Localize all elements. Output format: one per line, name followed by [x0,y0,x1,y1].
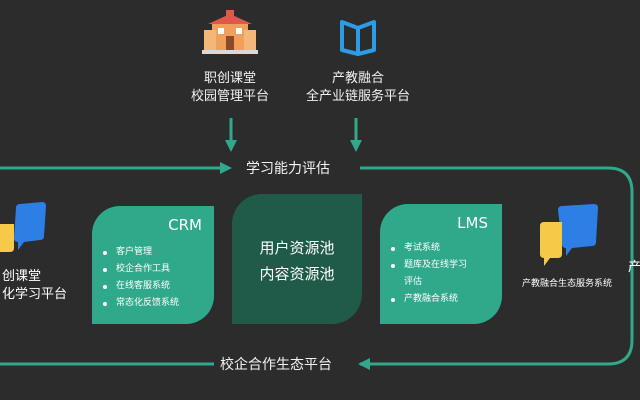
chat-bubbles-icon [540,204,598,266]
bottom-band-label: 校企合作生态平台 [214,354,338,374]
resource-pool-card: 用户资源池 内容资源池 [232,194,362,324]
right-side-node: 产 产教融合生态服务系统 [518,200,640,300]
lms-title: LMS [457,214,488,232]
left-side-line1: 创课堂 [2,269,42,284]
top-band-arrowhead [220,162,232,174]
crm-card: CRM 客户管理 校企合作工具 在线客服系统 常态化反馈系统 [92,206,214,324]
lms-card: LMS 考试系统 题库及在线学习 评估 产教融合系统 [380,204,502,324]
top-band-label: 学习能力评估 [240,158,336,178]
school-down-arrowhead [225,140,237,152]
school-node: 职创课堂 校园管理平台 [180,8,280,112]
lms-item-list: 考试系统 题库及在线学习 评估 产教融合系统 [380,240,467,308]
crm-item: 客户管理 [102,244,179,261]
bottom-band-arrowhead [358,358,370,370]
industry-down-arrowhead [350,140,362,152]
school-building-icon [202,10,258,54]
book-icon [340,20,376,56]
crm-item: 常态化反馈系统 [102,295,179,312]
crm-item: 在线客服系统 [102,278,179,295]
right-side-partial-text: 产 [628,260,640,275]
industry-node: 产教融合 全产业链服务平台 [290,8,426,112]
crm-title: CRM [168,216,202,234]
crm-item: 校企合作工具 [102,261,179,278]
user-resource-pool: 用户资源池 [259,239,335,257]
industry-node-line1: 产教融合 [331,71,384,86]
chat-bubbles-icon [0,202,46,252]
right-side-label: 产教融合生态服务系统 [522,279,613,289]
content-resource-pool: 内容资源池 [259,265,335,283]
left-side-node: 创课堂 化学习平台 [0,200,80,310]
left-side-line2: 化学习平台 [2,287,68,302]
industry-node-line2: 全产业链服务平台 [305,89,410,104]
school-node-line1: 职创课堂 [203,71,256,86]
crm-item-list: 客户管理 校企合作工具 在线客服系统 常态化反馈系统 [92,244,179,312]
lms-item: 题库及在线学习 [390,257,467,274]
lms-item: 考试系统 [390,240,467,257]
lms-item-continued: 评估 [404,277,423,287]
school-node-line2: 校园管理平台 [190,89,269,104]
lms-item: 产教融合系统 [390,291,467,308]
